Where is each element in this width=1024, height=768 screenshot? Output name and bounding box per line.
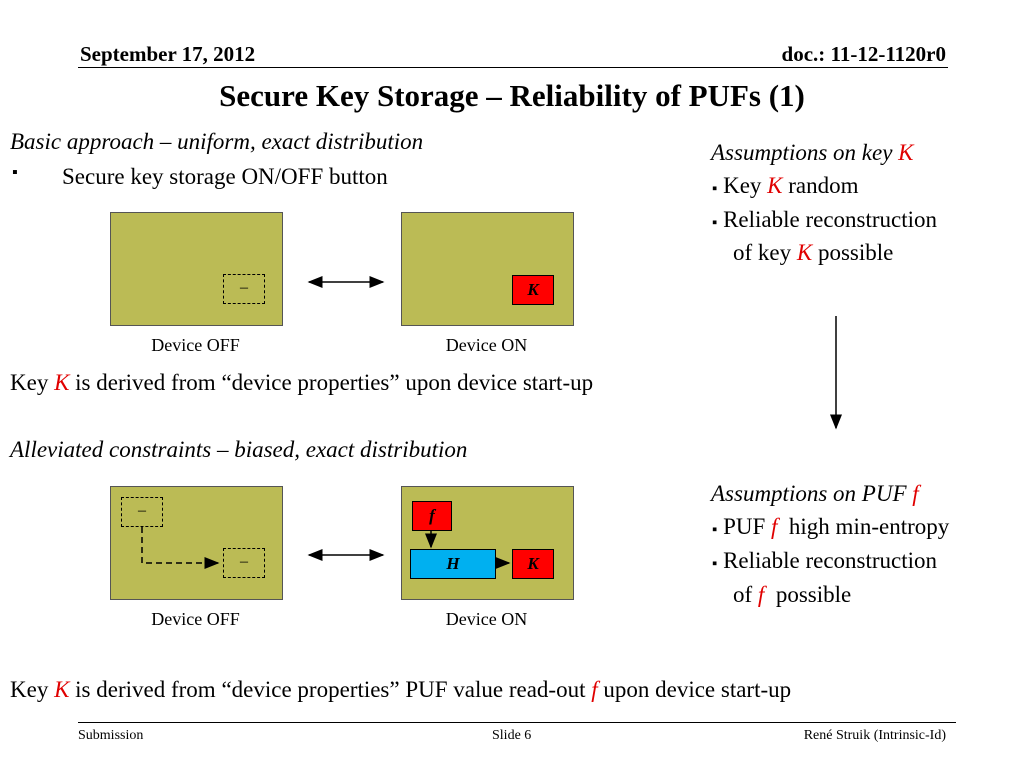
slide-title: Secure Key Storage – Reliability of PUFs… bbox=[219, 78, 805, 113]
device-off-panel-2: – – bbox=[110, 486, 283, 600]
section1-bullet: Secure key storage ON/OFF button bbox=[62, 164, 388, 189]
footer-rule bbox=[78, 722, 956, 723]
section1-heading: Basic approach – uniform, exact distribu… bbox=[10, 129, 424, 154]
device-on-caption-2: Device ON bbox=[445, 609, 528, 629]
bullet-square-icon: ▪ bbox=[712, 215, 718, 231]
puf-box: f bbox=[412, 501, 452, 531]
assumptions-key-item-1: ▪ Key K random bbox=[712, 173, 859, 198]
assumptions-puf-item-1: ▪ PUF f high min-entropy bbox=[712, 514, 950, 539]
header-date: September 17, 2012 bbox=[80, 42, 256, 66]
footer-slide-number: Slide 6 bbox=[492, 728, 532, 743]
hash-box: H bbox=[410, 549, 496, 579]
device-on-panel: K bbox=[401, 212, 574, 326]
bullet-square-icon: ▪ bbox=[12, 164, 18, 181]
assumptions-key-item-2-cont: of key K possible bbox=[733, 240, 894, 265]
section2-heading: Alleviated constraints – biased, exact d… bbox=[10, 437, 468, 462]
device-off-caption: Device OFF bbox=[151, 335, 240, 355]
assumptions-puf-heading: Assumptions on PUF f bbox=[711, 481, 919, 506]
empty-key-slot-2: – bbox=[223, 548, 265, 578]
footer-submission: Submission bbox=[78, 728, 144, 743]
device-on-caption: Device ON bbox=[445, 335, 528, 355]
device-off-panel: – bbox=[110, 212, 283, 326]
assumptions-puf-item-2-cont: of f possible bbox=[733, 582, 852, 607]
footer-author: René Struik (Intrinsic-Id) bbox=[803, 728, 946, 743]
header-doc-id: doc.: 11-12-1120r0 bbox=[781, 42, 946, 66]
header-rule bbox=[78, 67, 948, 68]
key-box: K bbox=[512, 275, 554, 305]
device-on-panel-2: f H K bbox=[401, 486, 574, 600]
section1-derivation: Key K is derived from “device properties… bbox=[10, 370, 594, 395]
section2-derivation: Key K is derived from “device properties… bbox=[10, 677, 792, 702]
key-box-2: K bbox=[512, 549, 554, 579]
assumptions-key-item-2: ▪ Reliable reconstruction bbox=[712, 207, 938, 232]
bullet-square-icon: ▪ bbox=[712, 556, 718, 572]
bullet-square-icon: ▪ bbox=[712, 522, 718, 538]
empty-key-slot: – bbox=[223, 274, 265, 304]
assumptions-puf-item-2: ▪ Reliable reconstruction bbox=[712, 548, 938, 573]
assumptions-key-heading: Assumptions on key K bbox=[711, 140, 914, 165]
bullet-square-icon: ▪ bbox=[712, 181, 718, 197]
device-off-caption-2: Device OFF bbox=[151, 609, 240, 629]
empty-puf-slot: – bbox=[121, 497, 163, 527]
